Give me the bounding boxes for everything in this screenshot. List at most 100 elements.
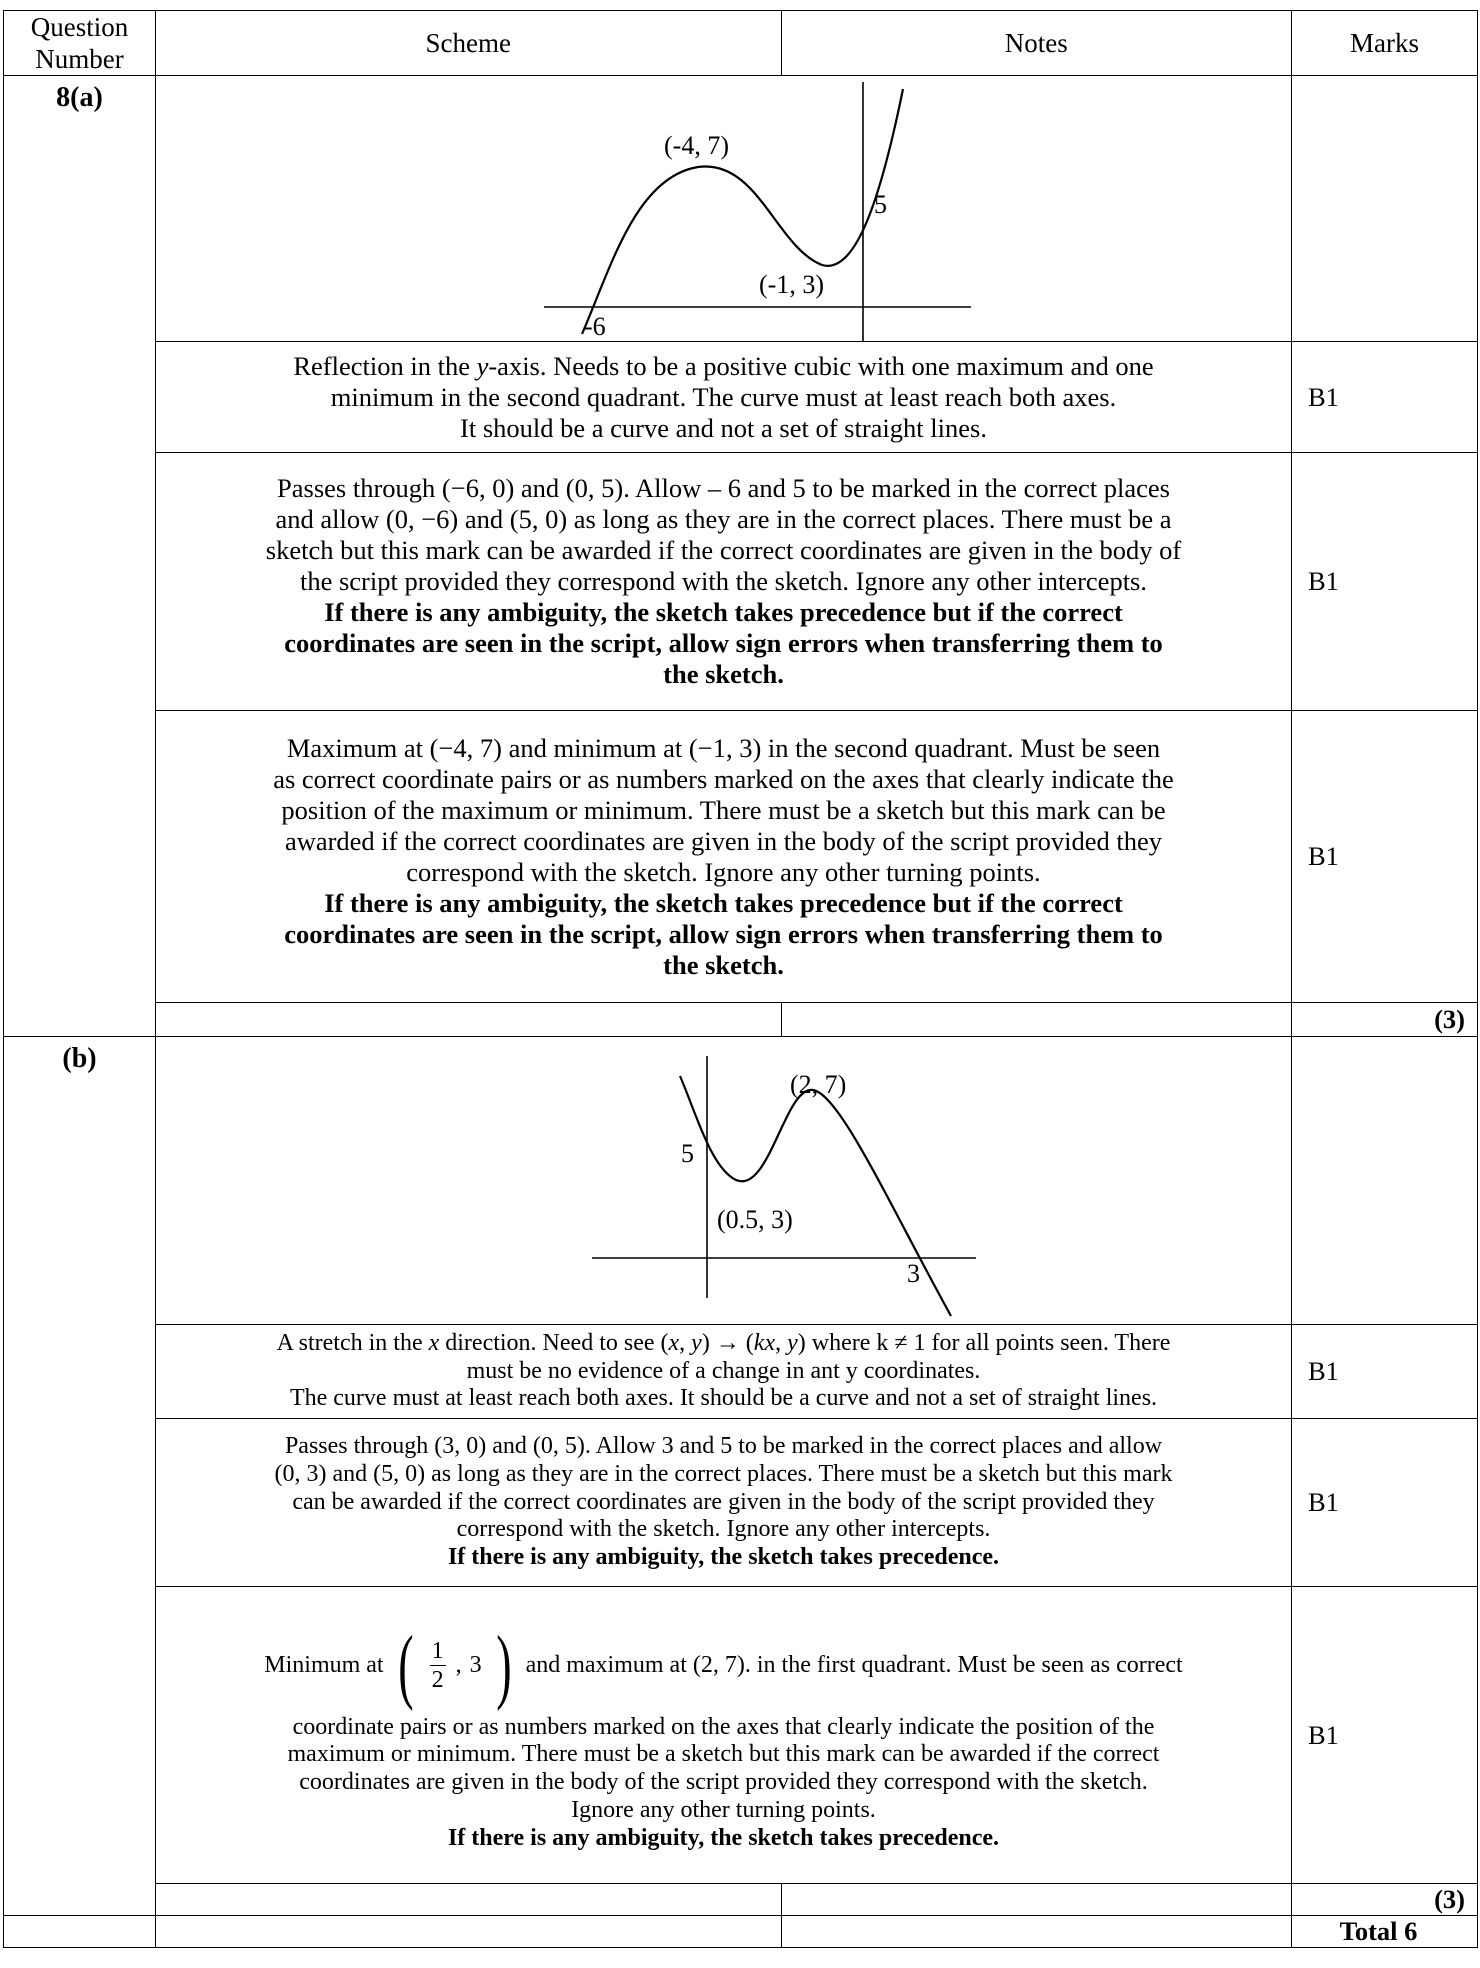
part-b-graph-mark — [1291, 1036, 1478, 1325]
part-b-row-2: Passes through (3, 0) and (0, 5). Allow … — [4, 1418, 1478, 1587]
total-row: Total 6 — [3, 1915, 1478, 1948]
part-b-row-2-line-1: Passes through (3, 0) and (0, 5). Allow … — [284, 1433, 1163, 1459]
part-a-row-3: Maximum at (−4, 7) and minimum at (−1, 3… — [4, 710, 1478, 1003]
part-b-row-3-suffix: and maximum at (2, 7). in the first quad… — [525, 1651, 1183, 1678]
fraction-comma: , — [455, 1651, 462, 1678]
part-b-row-2-text: Passes through (3, 0) and (0, 5). Allow … — [155, 1418, 1292, 1587]
total-question-cell — [3, 1915, 156, 1948]
part-b-row-3-line-3: maximum or minimum. There must be a sket… — [287, 1741, 1160, 1768]
part-b-row-1-mark: B1 — [1291, 1324, 1478, 1419]
part-b-row-1: A stretch in the x direction. Need to se… — [4, 1324, 1478, 1419]
left-paren: ( — [397, 1618, 414, 1712]
header-question-line-2: Number — [35, 44, 124, 74]
part-a-graph-row: 8(a) (-4, 7) (-1, 3) 5 -6 — [3, 75, 1478, 1037]
part-b-row-1-line-1: A stretch in the x direction. Need to se… — [276, 1329, 1171, 1356]
part-b-row-3-bold-1: If there is any ambiguity, the sketch ta… — [447, 1824, 1000, 1851]
part-b-row-1-line-2: must be no evidence of a change in ant y… — [466, 1357, 981, 1384]
part-a-subtotal-notes — [780, 1002, 1293, 1037]
part-b-row-3-line-2: coordinate pairs or as numbers marked on… — [292, 1713, 1155, 1740]
part-a-row-2-bold-1: If there is any ambiguity, the sketch ta… — [324, 597, 1123, 627]
part-a-row-3-bold-2: coordinates are seen in the script, allo… — [284, 918, 1163, 949]
part-b-row-2-bold-1: If there is any ambiguity, the sketch ta… — [447, 1544, 1000, 1571]
part-a-graph-mark — [1291, 75, 1478, 342]
part-a-row-2-text: Passes through (−6, 0) and (0, 5). Allow… — [155, 452, 1292, 711]
part-a-sketch: (-4, 7) (-1, 3) 5 -6 — [544, 81, 971, 341]
part-a-row-1-line-2: minimum in the second quadrant. The curv… — [330, 381, 1117, 412]
part-b-graph-row: (b) (2, 7) (0.5, 3) 5 3 — [3, 1036, 1478, 1916]
part-b-subtotal-notes — [780, 1883, 1293, 1916]
header-row: Question Number Scheme Notes Marks — [3, 10, 1478, 76]
part-a-min-label: (-1, 3) — [759, 270, 824, 299]
part-b-row-3-line-4: coordinates are given in the body of the… — [299, 1769, 1148, 1796]
part-b-subtotal: (3) — [1291, 1883, 1478, 1916]
part-b-row-2-line-2: (0, 3) and (5, 0) as long as they are in… — [274, 1460, 1173, 1487]
part-a-row-3-line-3: position of the maximum or minimum. Ther… — [281, 794, 1166, 825]
part-a-row-2-line-1: Passes through (−6, 0) and (0, 5). Allow… — [277, 473, 1170, 503]
part-a-row-1-text: Reflection in the y-axis. Needs to be a … — [155, 341, 1292, 453]
part-b-row-3-line-5: Ignore any other turning points. — [571, 1796, 876, 1823]
part-b-graph-cell: (2, 7) (0.5, 3) 5 3 — [155, 1036, 1292, 1325]
header-question-number: Question Number — [3, 10, 156, 76]
part-a-row-3-line-2: as correct coordinate pairs or as number… — [273, 763, 1174, 794]
part-a-row-1-mark: B1 — [1291, 341, 1478, 453]
part-a-max-label: (-4, 7) — [664, 131, 729, 160]
part-b-subtotal-scheme — [155, 1883, 782, 1916]
part-a-row-1: Reflection in the y-axis. Needs to be a … — [4, 341, 1478, 453]
part-a-curve — [580, 88, 905, 334]
part-a-row-2-line-2: and allow (0, −6) and (5, 0) as long as … — [275, 504, 1172, 534]
part-a-row-2-line-3: sketch but this mark can be awarded if t… — [265, 535, 1182, 565]
part-a-row-1-line-1: Reflection in the y-axis. Needs to be a … — [293, 350, 1154, 381]
part-b-row-3: Minimum at ( 1 2 , 3 ) and maximum at (2… — [4, 1586, 1478, 1884]
total-notes-cell — [780, 1915, 1293, 1948]
part-a-row-2: Passes through (−6, 0) and (0, 5). Allow… — [4, 452, 1478, 711]
mark-scheme-table: Question Number Scheme Notes Marks 8(a) … — [3, 10, 1478, 1948]
part-b-x-intercept-label: 3 — [907, 1259, 920, 1288]
header-marks: Marks — [1291, 10, 1478, 76]
fraction-denominator: 2 — [431, 1667, 444, 1693]
part-a-row-2-mark: B1 — [1291, 452, 1478, 711]
part-a-y-intercept-label: 5 — [874, 190, 887, 219]
part-a-x-intercept-label: -6 — [584, 312, 606, 341]
part-a-row-2-bold-3: the sketch. — [663, 659, 784, 689]
part-b-row-1-text: A stretch in the x direction. Need to se… — [155, 1324, 1292, 1419]
right-paren: ) — [495, 1618, 512, 1712]
total-scheme-cell — [155, 1915, 782, 1948]
part-a-row-3-bold-1: If there is any ambiguity, the sketch ta… — [324, 887, 1123, 918]
part-a-label: 8(a) — [3, 75, 156, 1037]
part-b-sketch: (2, 7) (0.5, 3) 5 3 — [592, 1055, 976, 1317]
part-a-subtotal-row: (3) — [4, 1002, 1478, 1037]
part-a-row-2-bold-2: coordinates are seen in the script, allo… — [284, 628, 1163, 658]
part-b-row-3-line-1: Minimum at ( 1 2 , 3 ) and maximum at (2… — [162, 1618, 1285, 1714]
part-a-row-2-line-4: the script provided they correspond with… — [299, 566, 1147, 596]
part-b-row-2-line-3: can be awarded if the correct coordinate… — [292, 1488, 1155, 1515]
part-a-graph-cell: (-4, 7) (-1, 3) 5 -6 — [155, 75, 1292, 342]
part-b-row-2-mark: B1 — [1291, 1418, 1478, 1587]
one-half-fraction: 1 2 — [429, 1637, 446, 1694]
part-a-row-3-text: Maximum at (−4, 7) and minimum at (−1, 3… — [155, 710, 1292, 1003]
part-b-y-intercept-label: 5 — [681, 1139, 694, 1168]
part-b-row-1-line-3: The curve must at least reach both axes.… — [289, 1385, 1158, 1412]
part-a-row-3-mark: B1 — [1291, 710, 1478, 1003]
part-b-max-label: (2, 7) — [790, 1070, 846, 1099]
fraction-rest: 3 — [469, 1651, 482, 1678]
part-b-row-3-prefix: Minimum at — [264, 1651, 384, 1678]
part-a-row-3-line-4: awarded if the correct coordinates are g… — [284, 825, 1163, 856]
part-a-row-3-bold-3: the sketch. — [663, 949, 784, 980]
fraction-numerator: 1 — [429, 1638, 446, 1666]
header-notes: Notes — [780, 10, 1293, 76]
total-marks: Total 6 — [1291, 1915, 1478, 1948]
part-a-row-3-line-5: correspond with the sketch. Ignore any o… — [406, 856, 1041, 887]
header-question-line-1: Question — [30, 12, 129, 42]
part-b-label: (b) — [3, 1036, 156, 1916]
part-b-min-label: (0.5, 3) — [717, 1205, 793, 1234]
part-b-row-3-text: Minimum at ( 1 2 , 3 ) and maximum at (2… — [155, 1586, 1292, 1884]
part-b-row-3-mark: B1 — [1291, 1586, 1478, 1884]
part-a-row-3-line-1: Maximum at (−4, 7) and minimum at (−1, 3… — [286, 732, 1161, 763]
header-scheme: Scheme — [155, 10, 782, 76]
part-b-subtotal-row: (3) — [4, 1883, 1478, 1916]
part-a-subtotal-scheme — [155, 1002, 782, 1037]
part-b-row-2-line-4: correspond with the sketch. Ignore any o… — [456, 1516, 991, 1543]
part-b-curve — [678, 1075, 952, 1317]
part-a-row-1-line-3: It should be a curve and not a set of st… — [460, 412, 987, 443]
part-a-subtotal: (3) — [1291, 1002, 1478, 1037]
